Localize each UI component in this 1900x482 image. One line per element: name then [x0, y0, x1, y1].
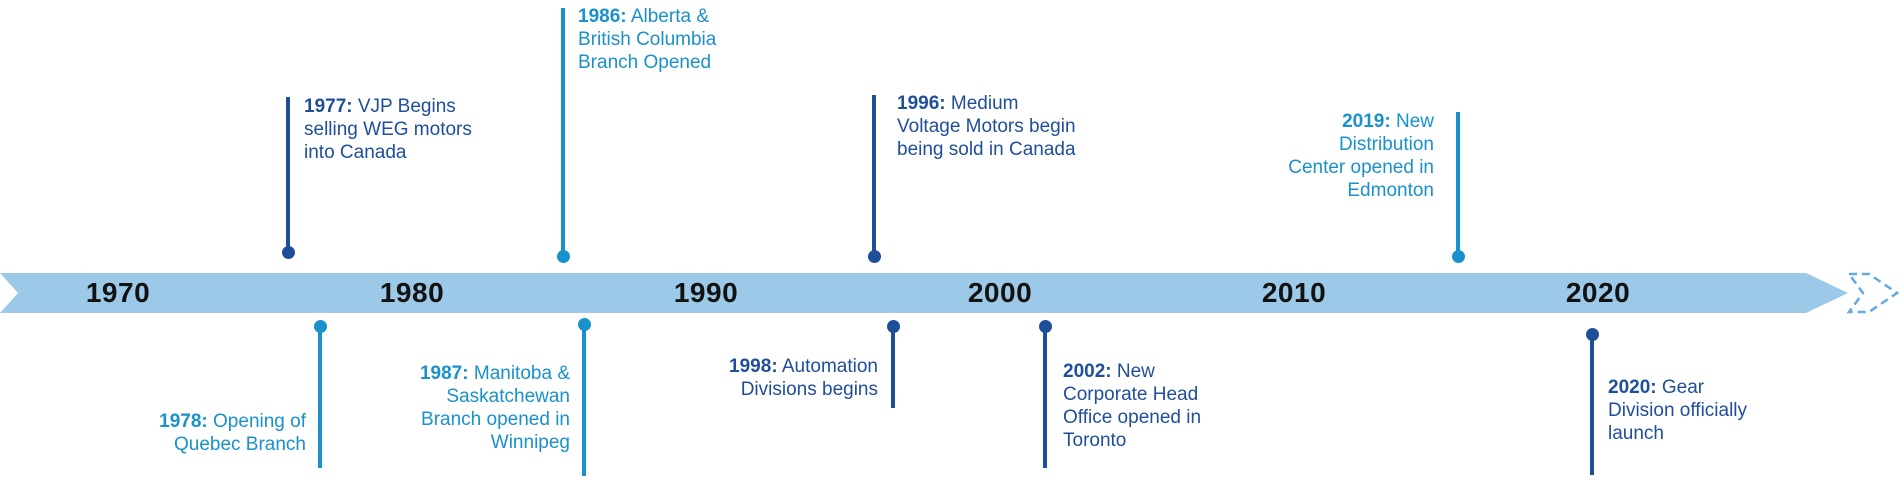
event-dot-1987 [577, 317, 591, 331]
decade-label-2020: 2020 [1565, 277, 1631, 308]
event-year-label: 2019: [1342, 111, 1391, 132]
event-marker-line-1986 [561, 8, 565, 256]
event-marker-line-1998 [891, 326, 895, 408]
event-year-label: 2002: [1063, 361, 1112, 382]
event-dot-2019 [1451, 249, 1465, 263]
decade-label-1990: 1990 [673, 277, 739, 308]
decade-label-2000: 2000 [967, 277, 1033, 308]
event-marker-line-2002 [1043, 326, 1047, 468]
event-marker-line-1978 [318, 326, 322, 468]
timeline-band [0, 273, 1848, 313]
event-dot-2002 [1038, 319, 1052, 333]
decade-label-1970: 1970 [85, 277, 151, 308]
event-marker-line-1977 [286, 97, 290, 252]
event-year-label: 1978: [159, 411, 208, 432]
chevron-outline-icon [1846, 272, 1900, 314]
event-dot-2020 [1585, 327, 1599, 341]
event-dot-1996 [867, 249, 881, 263]
event-marker-line-2020 [1590, 334, 1594, 475]
event-dot-1977 [281, 245, 295, 259]
event-marker-line-1987 [582, 324, 586, 476]
event-year-label: 1998: [729, 356, 778, 377]
event-year-label: 1996: [897, 93, 946, 114]
event-dot-1998 [886, 319, 900, 333]
event-dot-1986 [556, 249, 570, 263]
event-year-label: 1987: [419, 363, 469, 384]
event-marker-line-1996 [872, 95, 876, 256]
decade-label-1980: 1980 [379, 277, 445, 308]
event-year-label: 1977: [304, 96, 353, 117]
event-year-label: 2020: [1608, 377, 1657, 398]
event-dot-1978 [313, 319, 327, 333]
decade-label-2010: 2010 [1261, 277, 1327, 308]
event-marker-line-2019 [1456, 112, 1460, 256]
event-year-label: 1986: [578, 6, 627, 27]
